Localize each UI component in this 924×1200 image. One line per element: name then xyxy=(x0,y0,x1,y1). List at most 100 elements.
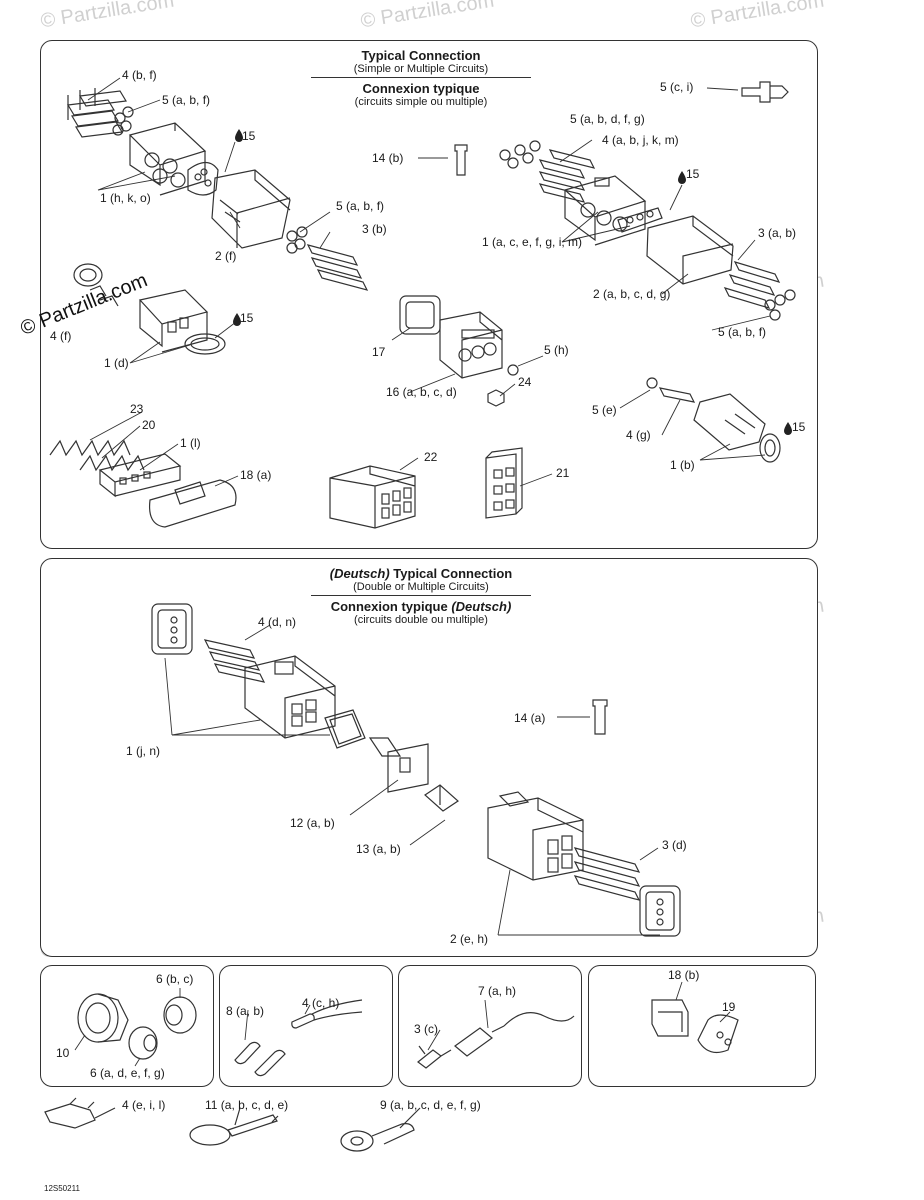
callout: 5 (a, b, f) xyxy=(718,325,767,339)
callout: 22 xyxy=(424,450,438,464)
wedge-13ab xyxy=(424,784,459,812)
leader-lines-panel2 xyxy=(164,624,660,936)
callout: 3 (d) xyxy=(662,838,687,852)
panel2-subtitle-fr: (circuits double ou multiple) xyxy=(354,614,488,626)
seals-upper-right xyxy=(499,140,541,169)
panel2-title-en: Typical Connection xyxy=(389,566,513,581)
sensor-7ah xyxy=(454,1012,575,1057)
pin-14a xyxy=(592,699,608,735)
callout: 19 xyxy=(722,1000,736,1014)
callout: 5 (e) xyxy=(592,403,617,417)
panel2-title-fr-em: (Deutsch) xyxy=(451,599,512,614)
boot-19 xyxy=(697,1014,739,1053)
housing-1hko xyxy=(128,122,207,196)
panel-boots xyxy=(588,965,816,1087)
callout: 15 xyxy=(792,420,806,434)
panel1-subtitle-en: (Simple or Multiple Circuits) xyxy=(353,63,489,75)
callout: 12 (a, b) xyxy=(290,816,335,830)
terminals-4dn xyxy=(203,639,266,683)
callout: 4 (e, i, l) xyxy=(122,1098,166,1112)
callout: 17 xyxy=(372,345,386,359)
callout: 21 xyxy=(556,466,570,480)
plug-5ci xyxy=(741,81,789,103)
seal-5h xyxy=(507,364,519,376)
callout: 4 (b, f) xyxy=(122,68,157,82)
seal-plate-right xyxy=(617,207,663,233)
callout: 1 (b) xyxy=(670,458,695,472)
housing-2abcdg xyxy=(646,215,734,285)
seal-bottom-right xyxy=(639,885,681,937)
callout: 18 (b) xyxy=(668,968,700,982)
callout: 5 (a, b, d, f, g) xyxy=(570,112,645,126)
boot-18b xyxy=(651,999,689,1037)
callout: 1 (j, n) xyxy=(126,744,161,758)
callout: 20 xyxy=(142,418,156,432)
leader-lines-bottom xyxy=(74,981,731,1067)
seal-17 xyxy=(399,295,441,335)
seal-5e xyxy=(646,377,658,389)
callout: 4 (f) xyxy=(50,329,72,343)
callout: 5 (a, b, f) xyxy=(162,93,211,107)
panel-deutsch-connection xyxy=(40,558,818,957)
callout: 14 (a) xyxy=(514,711,546,725)
callout: 9 (a, b, c, d, e, f, g) xyxy=(380,1098,481,1112)
drop-icons xyxy=(233,129,792,435)
panel2-header: (Deutsch) Typical Connection (Double or … xyxy=(306,566,536,626)
housing-1b xyxy=(693,393,766,451)
callout: 3 (a, b) xyxy=(758,226,797,240)
boot-18a xyxy=(148,479,237,528)
pin-24 xyxy=(487,389,505,407)
seal-plate-1d xyxy=(184,333,226,355)
seal-wheel-4f xyxy=(73,263,119,307)
callout: 1 (h, k, o) xyxy=(100,191,151,205)
leader-lines-panel1 xyxy=(87,77,771,487)
terminals-23 xyxy=(49,439,131,457)
seals-lower-right xyxy=(764,289,796,321)
callout: 13 (a, b) xyxy=(356,842,401,856)
housing-1acefgim xyxy=(563,175,647,246)
housing-2f xyxy=(211,169,291,249)
terminals-3b xyxy=(306,244,369,291)
housing-1l xyxy=(98,453,182,498)
callout: 10 xyxy=(56,1046,70,1060)
callout: 15 xyxy=(686,167,700,181)
seals-upper-left xyxy=(112,106,134,136)
seal-frame-1jn xyxy=(324,709,366,749)
callout: 1 (a, c, e, f, g, i, m) xyxy=(482,235,583,249)
callout: 3 (b) xyxy=(362,222,387,236)
cap-6adefg xyxy=(128,1026,158,1060)
figure-code: 12S50211 xyxy=(44,1184,80,1193)
callout: 7 (a, h) xyxy=(478,984,517,998)
housing-2eh xyxy=(487,791,584,881)
callout: 1 (l) xyxy=(180,436,201,450)
callout: 5 (c, i) xyxy=(660,80,694,94)
panel2-title-fr: Connexion typique xyxy=(330,599,452,614)
callout: 4 (c, h) xyxy=(302,996,340,1010)
callout: 1 (d) xyxy=(104,356,129,370)
callout: 6 (a, d, e, f, g) xyxy=(90,1066,165,1080)
callout: 16 (a, b, c, d) xyxy=(386,385,457,399)
callout: 6 (b, c) xyxy=(156,972,194,986)
panel2-subtitle-en: (Double or Multiple Circuits) xyxy=(353,581,489,593)
seal-1b xyxy=(759,433,781,463)
callout: 14 (b) xyxy=(372,151,404,165)
terminals-3d xyxy=(573,847,641,901)
callout: 2 (f) xyxy=(215,249,237,263)
callout: 5 (a, b, f) xyxy=(336,199,385,213)
splice-4ch xyxy=(291,999,363,1029)
seal-plate-1 xyxy=(187,161,219,196)
panel1-title-en: Typical Connection xyxy=(361,48,481,63)
terminal-4g xyxy=(658,387,696,403)
housing-16 xyxy=(439,311,503,379)
callout: 24 xyxy=(518,375,532,389)
housing-21 xyxy=(485,447,523,519)
panel2-title-em: (Deutsch) xyxy=(329,566,390,581)
wedge-12ab xyxy=(368,737,429,793)
cap-6bc xyxy=(163,996,197,1034)
housing-1d xyxy=(138,289,209,353)
panel-caps xyxy=(40,965,214,1087)
panel-splices xyxy=(219,965,393,1087)
callout: 15 xyxy=(240,311,254,325)
terminals-20 xyxy=(79,454,145,472)
